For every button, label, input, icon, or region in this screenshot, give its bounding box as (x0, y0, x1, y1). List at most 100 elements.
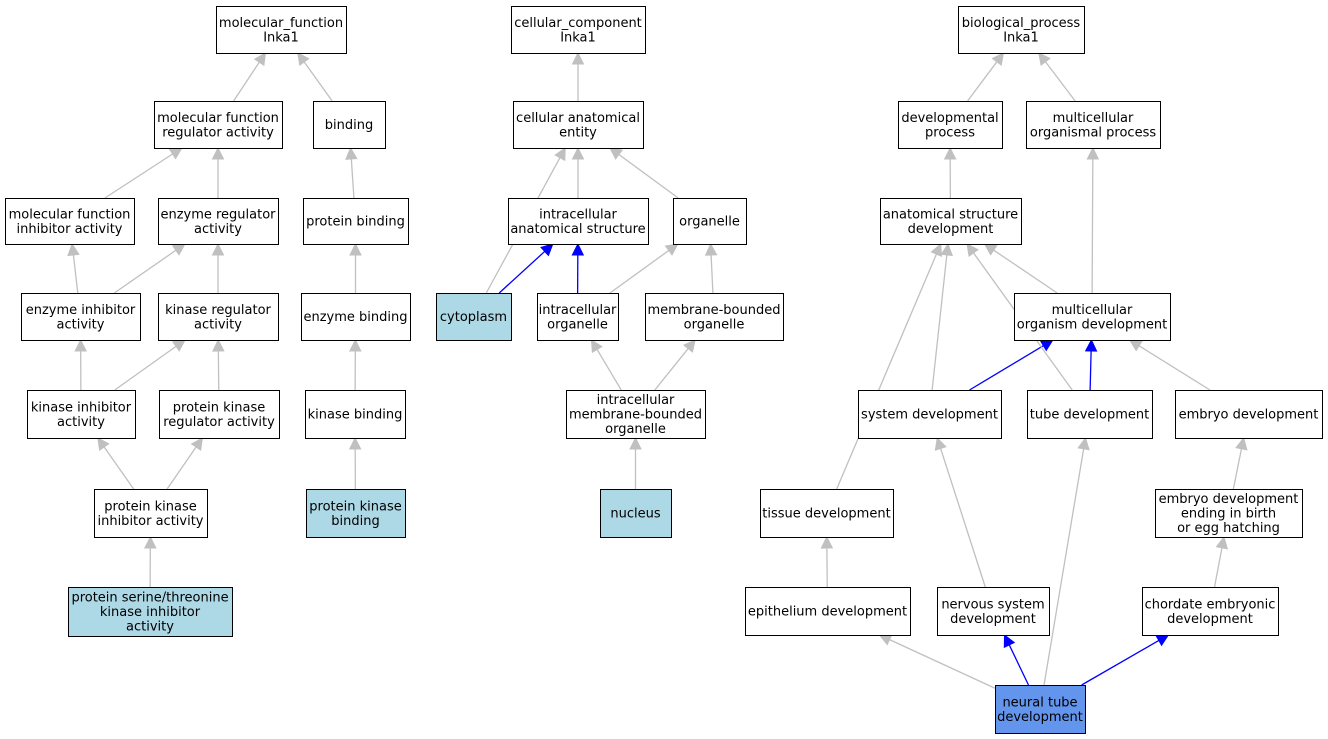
edge-arrowhead (190, 437, 204, 452)
term-label-line: activity (194, 317, 242, 332)
edge-tissdev-to-asd (836, 242, 943, 490)
edge-embbirth-to-embdev (1232, 436, 1248, 490)
term-box (94, 489, 208, 538)
term-label-line: kinase inhibitor (100, 605, 201, 620)
edge-line (889, 639, 996, 689)
edge-enz_inhib-to-mf_inhib (67, 242, 80, 294)
term-node-nucleus[interactable]: nucleus (600, 489, 672, 538)
term-box (301, 293, 411, 341)
term-label-line: embryo development (1179, 408, 1319, 423)
edge-line (498, 250, 546, 294)
edge-arrowhead (168, 147, 183, 160)
edge-arrowhead (349, 242, 362, 256)
edge-arrowhead (348, 436, 362, 450)
term-node-prot_binding[interactable]: protein binding (303, 198, 409, 245)
term-label-line: chordate embryonic (1145, 597, 1276, 612)
term-label-line: inhibitor activity (97, 514, 203, 529)
term-label-line: activity (57, 317, 105, 332)
term-node-embdev[interactable]: embryo development (1175, 390, 1323, 439)
term-node-binding[interactable]: binding (313, 101, 386, 149)
term-box (313, 101, 386, 149)
term-label-line: biological_process (962, 16, 1081, 31)
edge-ias-to-cae (571, 146, 585, 198)
term-label-line: cellular_component (514, 16, 642, 31)
edge-imbo-to-io (590, 339, 622, 391)
edge-enz_binding-to-prot_binding (349, 242, 362, 293)
edge-kin_reg-to-enz_reg (211, 242, 225, 293)
term-node-tubedev[interactable]: tube development (1027, 390, 1153, 439)
term-node-kin_binding[interactable]: kinase binding (305, 390, 406, 439)
term-label-line: embryo development (1159, 492, 1299, 507)
term-node-tissdev[interactable]: tissue development (760, 489, 894, 538)
term-node-organelle[interactable]: organelle (673, 198, 747, 245)
edge-line (1091, 158, 1094, 294)
edge-arrowhead (144, 535, 157, 549)
term-box (760, 489, 894, 538)
edge-cae-to-cc_root (571, 51, 585, 101)
term-box (600, 489, 672, 538)
edge-arrowhead (1038, 52, 1051, 66)
edge-enz_reg-to-mf_reg (211, 146, 225, 198)
term-node-epidev[interactable]: epithelium development (745, 587, 911, 636)
term-box (645, 293, 784, 341)
edge-arrowhead (983, 243, 998, 256)
term-box (566, 390, 706, 439)
term-label-line: cellular anatomical (516, 111, 640, 126)
term-label-line: organelle (547, 317, 608, 332)
edge-pk_binding-to-kin_binding (348, 436, 362, 490)
edge-line (1138, 345, 1211, 391)
term-box (958, 6, 1085, 54)
edge-mop-to-bp_root (1038, 52, 1076, 102)
term-label-line: regulator activity (162, 125, 274, 140)
edge-line (1044, 61, 1076, 102)
edge-line (836, 253, 938, 490)
edge-line (1089, 350, 1092, 391)
edge-arrowhead (704, 242, 718, 256)
term-box (513, 101, 644, 149)
term-node-enz_binding[interactable]: enzyme binding (301, 293, 411, 341)
term-label-line: entity (559, 125, 597, 140)
edge-line (1081, 639, 1160, 686)
edge-arrowhead (211, 146, 225, 160)
edge-line (166, 446, 197, 490)
edge-line (609, 249, 670, 294)
term-node-sysdev[interactable]: system development (858, 390, 1002, 439)
edge-line (1232, 448, 1243, 490)
edge-line (1008, 644, 1030, 686)
edge-line (350, 158, 355, 199)
edge-ntdev-to-nsdev (1003, 633, 1030, 686)
edge-imbo-to-mbo (654, 339, 696, 391)
edge-pk_reg-to-kin_reg (212, 338, 225, 391)
edge-ntdev-to-tubedev (1043, 436, 1090, 686)
edge-line (233, 61, 260, 102)
term-box (21, 293, 141, 341)
edge-arrowhead (97, 437, 110, 452)
term-node-cytoplasm[interactable]: cytoplasm (436, 293, 512, 341)
